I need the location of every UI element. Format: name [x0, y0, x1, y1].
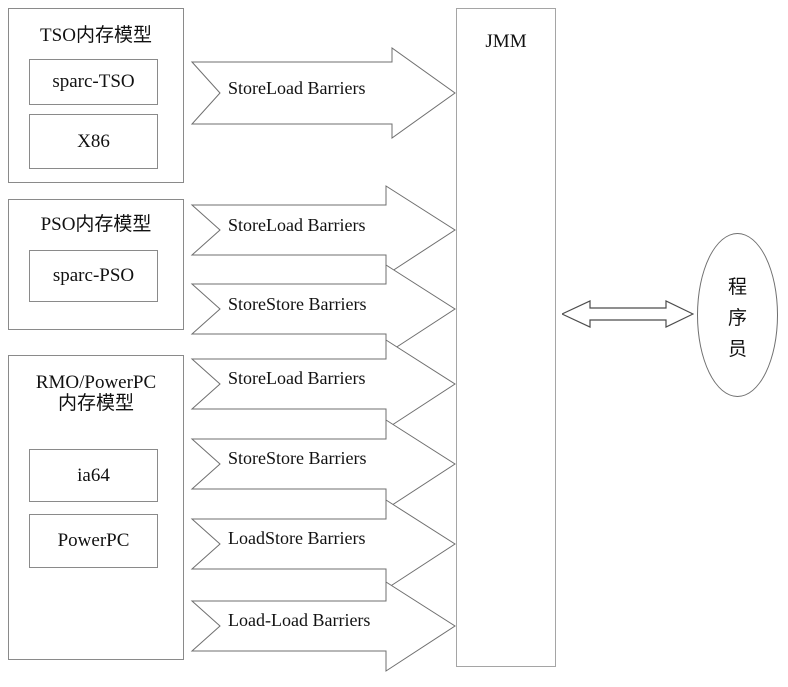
- programmer-label: 程 序 员: [698, 272, 777, 364]
- cpu-box-sparc-pso: sparc-PSO: [29, 250, 158, 302]
- model-box-tso: TSO内存模型 sparc-TSO X86: [8, 8, 184, 183]
- jmm-programmer-link-arrow: [562, 298, 694, 330]
- barrier-label-6: LoadStore Barriers: [228, 528, 366, 548]
- barrier-label-4: StoreLoad Barriers: [228, 368, 366, 388]
- programmer-char-2: 序: [727, 306, 747, 329]
- cpu-box-ia64: ia64: [29, 449, 158, 502]
- jmm-box: JMM: [456, 8, 556, 667]
- barrier-label-2: StoreLoad Barriers: [228, 215, 366, 235]
- cpu-box-x86: X86: [29, 114, 158, 169]
- barrier-label-7: Load-Load Barriers: [228, 610, 371, 630]
- programmer-char-1: 程: [727, 276, 747, 298]
- barrier-arrow-7: [190, 581, 456, 672]
- cpu-box-powerpc: PowerPC: [29, 514, 158, 568]
- cpu-box-sparc-tso: sparc-TSO: [29, 59, 158, 105]
- model-box-rmo: RMO/PowerPC 内存模型 ia64 PowerPC: [8, 355, 184, 660]
- jmm-label: JMM: [485, 31, 527, 52]
- barrier-label-5: StoreStore Barriers: [228, 448, 367, 468]
- barrier-arrow-1: [190, 47, 456, 139]
- programmer-char-3: 员: [727, 337, 747, 360]
- barrier-label-1: StoreLoad Barriers: [228, 78, 366, 98]
- model-title-rmo: RMO/PowerPC 内存模型: [35, 372, 157, 415]
- model-title-pso: PSO内存模型: [40, 214, 152, 235]
- programmer-ellipse: 程 序 员: [697, 233, 778, 397]
- model-box-pso: PSO内存模型 sparc-PSO: [8, 199, 184, 330]
- model-title-tso: TSO内存模型: [40, 25, 152, 46]
- barrier-label-3: StoreStore Barriers: [228, 294, 367, 314]
